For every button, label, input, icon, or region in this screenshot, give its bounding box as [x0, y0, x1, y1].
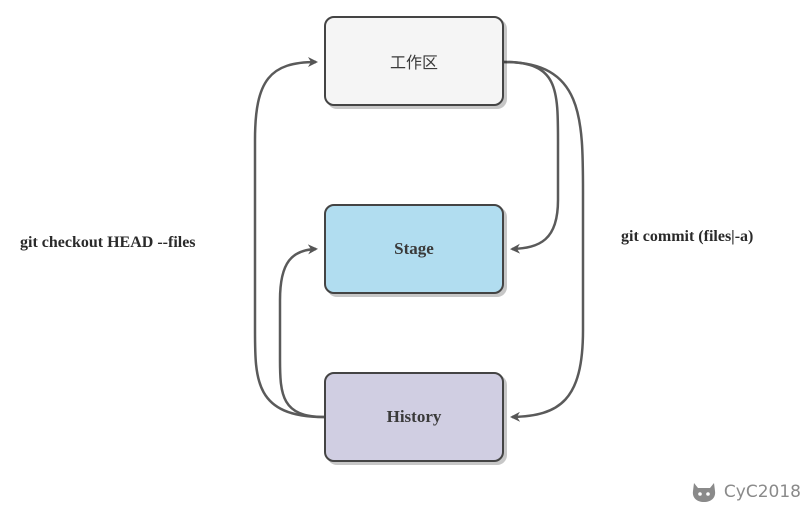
- github-octocat-icon: [690, 480, 718, 504]
- history-label: History: [386, 407, 442, 426]
- stage-node: Stage: [324, 204, 504, 294]
- history-node: History: [324, 372, 504, 462]
- workspace-label: 工作区: [389, 53, 438, 72]
- watermark: CyC2018: [690, 480, 801, 504]
- arrow-history-to-stage: [278, 244, 325, 419]
- checkout-edge-label: git checkout HEAD --files: [20, 234, 196, 251]
- arrow-workspace-to-stage: [503, 60, 560, 254]
- watermark-text: CyC2018: [723, 482, 801, 502]
- arrow-history-to-workspace: [253, 57, 325, 419]
- workspace-node: 工作区: [324, 16, 504, 106]
- arrow-workspace-to-history: [503, 60, 585, 422]
- commit-edge-label: git commit (files|-a): [621, 228, 754, 245]
- stage-label: Stage: [394, 239, 434, 258]
